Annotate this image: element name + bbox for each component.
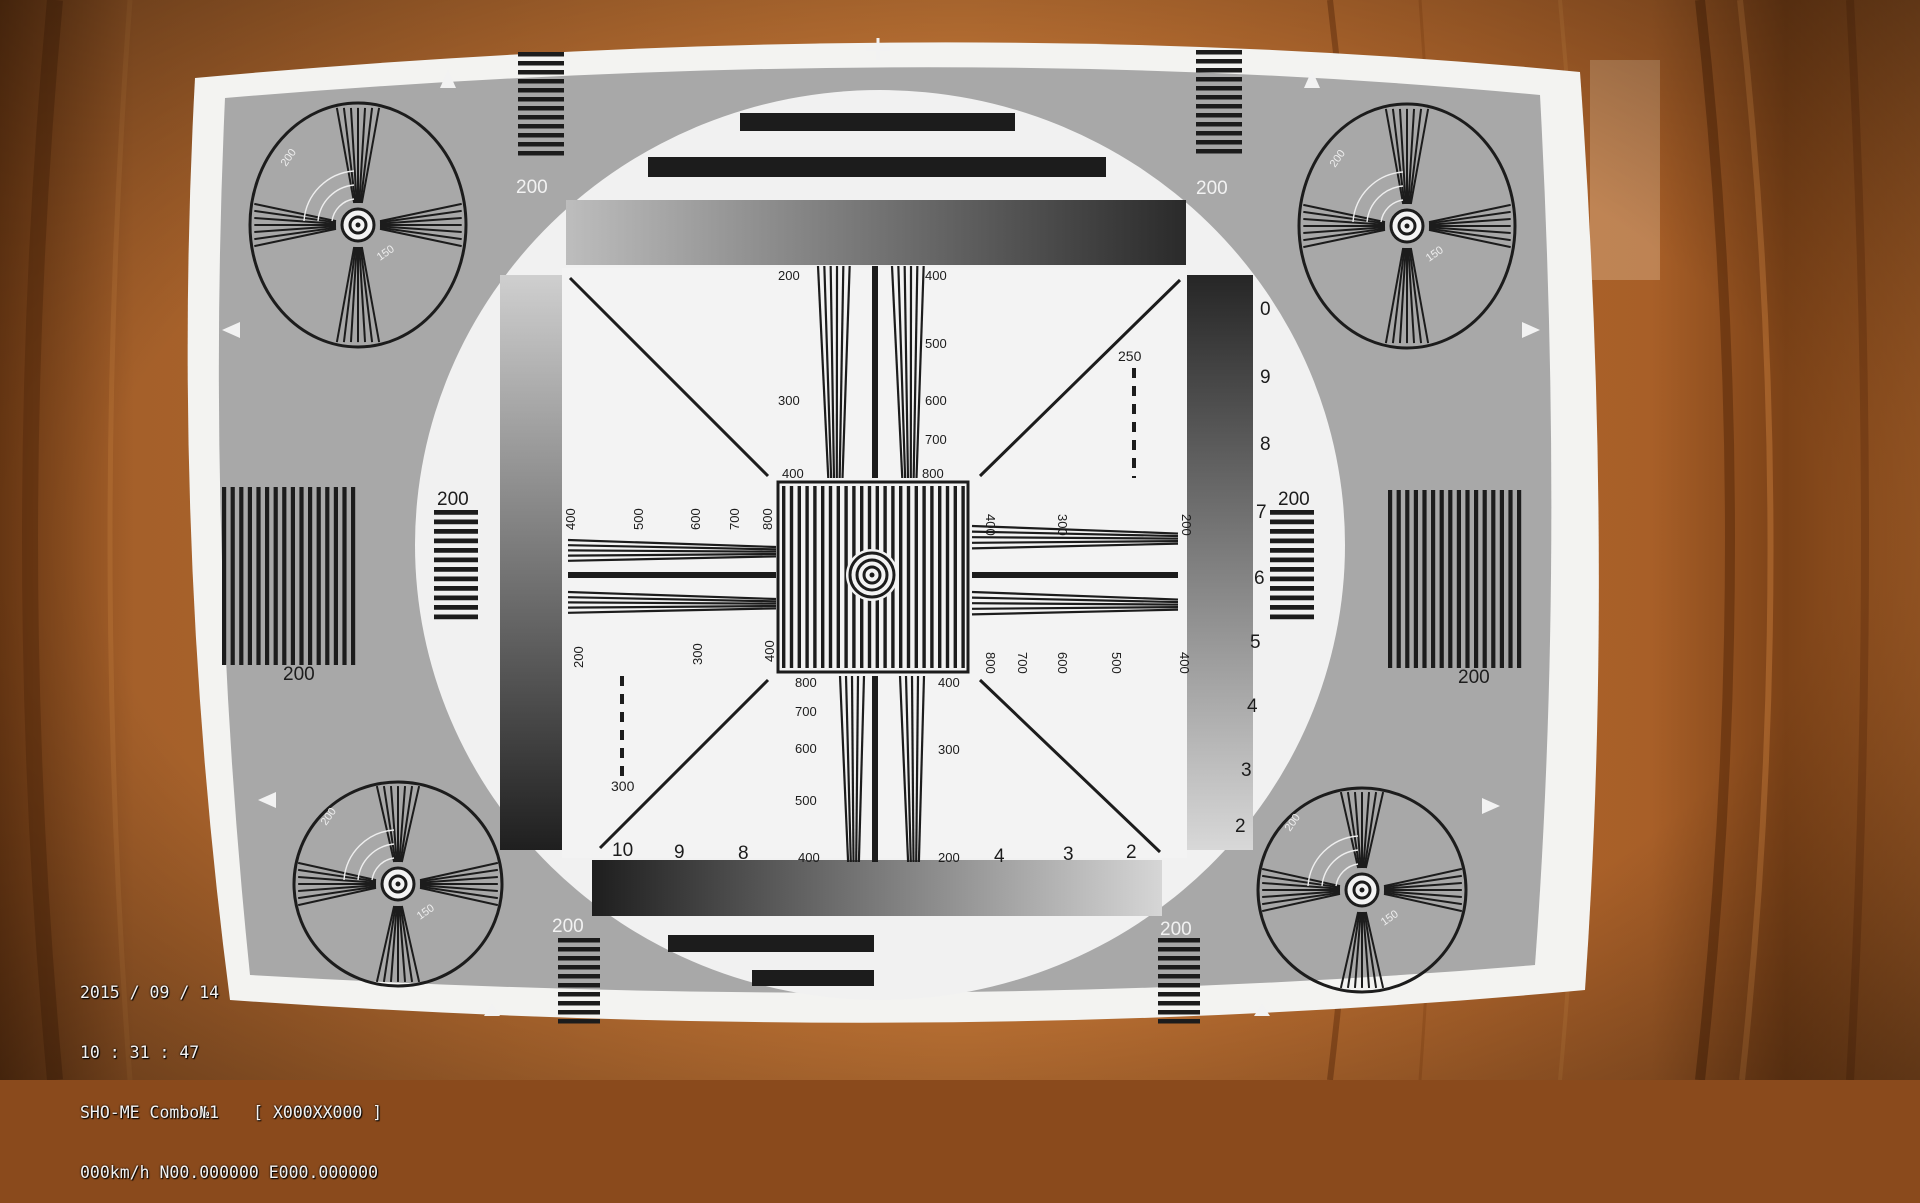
svg-text:400: 400 <box>938 675 960 690</box>
overlay-date: 2015 / 09 / 14 <box>80 983 382 1003</box>
svg-text:5: 5 <box>1250 632 1261 653</box>
svg-text:8: 8 <box>738 843 749 864</box>
dashcam-overlay: 2015 / 09 / 14 10 : 31 : 47 SHO-ME Combo… <box>80 943 382 1203</box>
svg-text:600: 600 <box>1055 652 1070 674</box>
svg-text:400: 400 <box>925 268 947 283</box>
svg-text:600: 600 <box>688 508 703 530</box>
svg-text:300: 300 <box>611 778 635 794</box>
svg-text:800: 800 <box>795 675 817 690</box>
overlay-device-line: SHO-ME Combo№1 [ X000XX000 ] <box>80 1103 382 1123</box>
svg-text:200: 200 <box>552 916 584 937</box>
svg-text:500: 500 <box>631 508 646 530</box>
svg-text:9: 9 <box>674 842 685 863</box>
svg-text:200: 200 <box>1179 514 1194 536</box>
svg-text:300: 300 <box>690 643 705 665</box>
svg-text:200: 200 <box>938 850 960 865</box>
svg-text:3: 3 <box>1241 760 1252 781</box>
overlay-device: SHO-ME Combo№1 <box>80 1103 219 1122</box>
svg-text:800: 800 <box>922 466 944 481</box>
svg-text:8: 8 <box>1260 434 1271 455</box>
svg-text:200: 200 <box>516 177 548 198</box>
svg-text:200: 200 <box>571 646 586 668</box>
svg-text:700: 700 <box>925 432 947 447</box>
svg-text:200: 200 <box>1196 178 1228 199</box>
center-grating <box>778 482 968 672</box>
svg-text:800: 800 <box>983 652 998 674</box>
svg-text:3: 3 <box>1063 844 1074 865</box>
svg-text:4: 4 <box>994 846 1005 867</box>
svg-text:500: 500 <box>1109 652 1124 674</box>
svg-text:400: 400 <box>762 640 777 662</box>
svg-text:400: 400 <box>798 850 820 865</box>
svg-text:600: 600 <box>925 393 947 408</box>
svg-text:700: 700 <box>1015 652 1030 674</box>
svg-text:250: 250 <box>1118 348 1142 364</box>
svg-text:400: 400 <box>782 466 804 481</box>
svg-text:2: 2 <box>1126 842 1137 863</box>
svg-text:300: 300 <box>778 393 800 408</box>
svg-text:7: 7 <box>1256 502 1267 523</box>
svg-text:600: 600 <box>795 741 817 756</box>
svg-text:200: 200 <box>1160 919 1192 940</box>
svg-text:400: 400 <box>983 514 998 536</box>
overlay-gps: 000km/h N00.000000 E000.000000 <box>80 1163 382 1183</box>
svg-text:6: 6 <box>1254 568 1265 589</box>
svg-text:200: 200 <box>437 489 469 510</box>
svg-text:200: 200 <box>1458 667 1490 688</box>
svg-text:700: 700 <box>727 508 742 530</box>
svg-text:200: 200 <box>778 268 800 283</box>
svg-text:400: 400 <box>563 508 578 530</box>
svg-text:300: 300 <box>1055 514 1070 536</box>
svg-text:500: 500 <box>795 793 817 808</box>
svg-text:10: 10 <box>612 840 633 861</box>
svg-text:300: 300 <box>938 742 960 757</box>
overlay-serial: [ X000XX000 ] <box>253 1103 382 1122</box>
overlay-time: 10 : 31 : 47 <box>80 1043 382 1063</box>
svg-text:9: 9 <box>1260 367 1271 388</box>
svg-text:400: 400 <box>1177 652 1192 674</box>
svg-text:800: 800 <box>760 508 775 530</box>
svg-text:4: 4 <box>1247 696 1258 717</box>
svg-text:200: 200 <box>1278 489 1310 510</box>
svg-text:2: 2 <box>1235 816 1246 837</box>
svg-text:0: 0 <box>1260 299 1271 320</box>
svg-text:200: 200 <box>283 664 315 685</box>
svg-text:700: 700 <box>795 704 817 719</box>
svg-text:500: 500 <box>925 336 947 351</box>
